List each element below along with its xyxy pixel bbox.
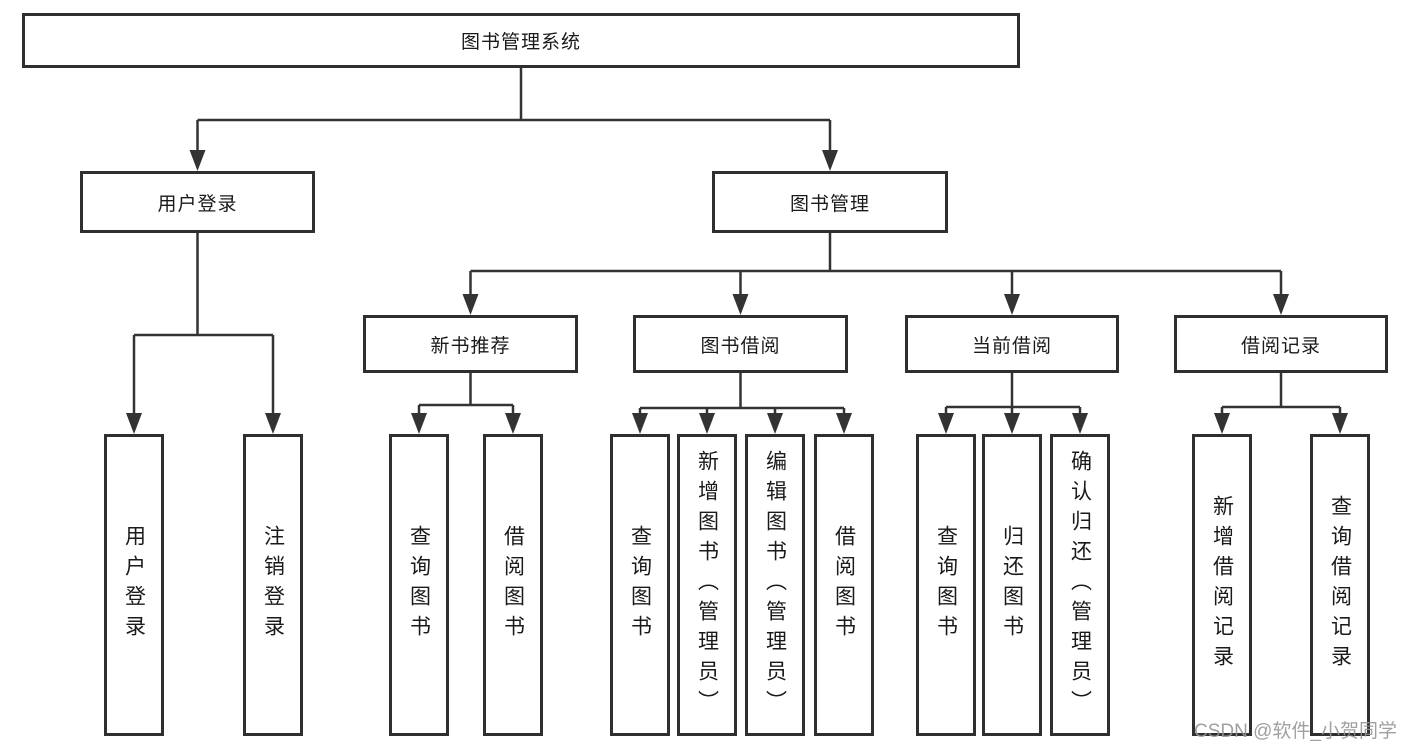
node-leaf-query-books-1-label: 查询图书 (407, 525, 431, 645)
arrowheads-borrow-records-branch (1214, 413, 1348, 434)
node-leaf-borrow-books-1: 借阅图书 (483, 434, 543, 736)
node-leaf-edit-books-admin: 编辑图书（管理员） (745, 434, 805, 736)
node-leaf-logout: 注销登录 (243, 434, 303, 736)
node-leaf-add-borrow-record-label: 新增借阅记录 (1210, 495, 1234, 675)
node-leaf-user-login-label: 用户登录 (122, 525, 146, 645)
node-book-management: 图书管理 (712, 171, 948, 233)
node-leaf-query-books-1: 查询图书 (389, 434, 449, 736)
node-leaf-add-books-admin: 新增图书（管理员） (677, 434, 737, 736)
node-leaf-query-books-3-label: 查询图书 (934, 525, 958, 645)
arrowheads-book-borrow-branch (632, 413, 852, 434)
connector-new-book-rec-branch (417, 373, 515, 417)
node-leaf-query-borrow-record: 查询借阅记录 (1310, 434, 1370, 736)
node-leaf-query-books-2: 查询图书 (610, 434, 670, 736)
node-leaf-query-borrow-record-label: 查询借阅记录 (1328, 495, 1352, 675)
node-leaf-add-books-admin-label: 新增图书（管理员） (695, 450, 719, 720)
arrowheads-current-borrow-branch (938, 413, 1088, 434)
node-leaf-add-borrow-record: 新增借阅记录 (1192, 434, 1252, 736)
arrowheads-level2 (189, 150, 838, 171)
node-leaf-confirm-return-admin: 确认归还（管理员） (1050, 434, 1110, 736)
node-leaf-borrow-books-2: 借阅图书 (814, 434, 874, 736)
node-new-book-recommend: 新书推荐 (363, 315, 578, 373)
connector-root-to-level2 (196, 68, 832, 154)
node-borrowing-records: 借阅记录 (1174, 315, 1388, 373)
arrowheads-user-login-branch (126, 413, 281, 434)
csdn-watermark: CSDN @软件_小贺同学 (1194, 721, 1397, 742)
node-leaf-query-books-3: 查询图书 (916, 434, 976, 736)
node-current-borrowing: 当前借阅 (905, 315, 1119, 373)
connector-book-mgmt-branch (469, 233, 1283, 297)
node-leaf-borrow-books-2-label: 借阅图书 (832, 525, 856, 645)
node-leaf-query-books-2-label: 查询图书 (628, 525, 652, 645)
node-leaf-return-books-label: 归还图书 (1000, 525, 1024, 645)
node-leaf-confirm-return-admin-label: 确认归还（管理员） (1068, 450, 1092, 720)
connector-user-login-branch (132, 233, 275, 417)
node-library-management-system: 图书管理系统 (22, 13, 1020, 68)
arrowheads-new-book-rec-branch (411, 413, 521, 434)
node-leaf-return-books: 归还图书 (982, 434, 1042, 736)
arrowheads-book-mgmt-branch (462, 294, 1289, 315)
node-leaf-edit-books-admin-label: 编辑图书（管理员） (763, 450, 787, 720)
node-leaf-user-login: 用户登录 (104, 434, 164, 736)
connector-borrow-records-branch (1220, 373, 1342, 417)
node-book-borrowing: 图书借阅 (633, 315, 848, 373)
connector-book-borrow-branch (638, 373, 846, 417)
node-user-login: 用户登录 (80, 171, 315, 233)
node-leaf-borrow-books-1-label: 借阅图书 (501, 525, 525, 645)
connector-current-borrow-branch (944, 373, 1082, 417)
node-leaf-logout-label: 注销登录 (261, 525, 285, 645)
